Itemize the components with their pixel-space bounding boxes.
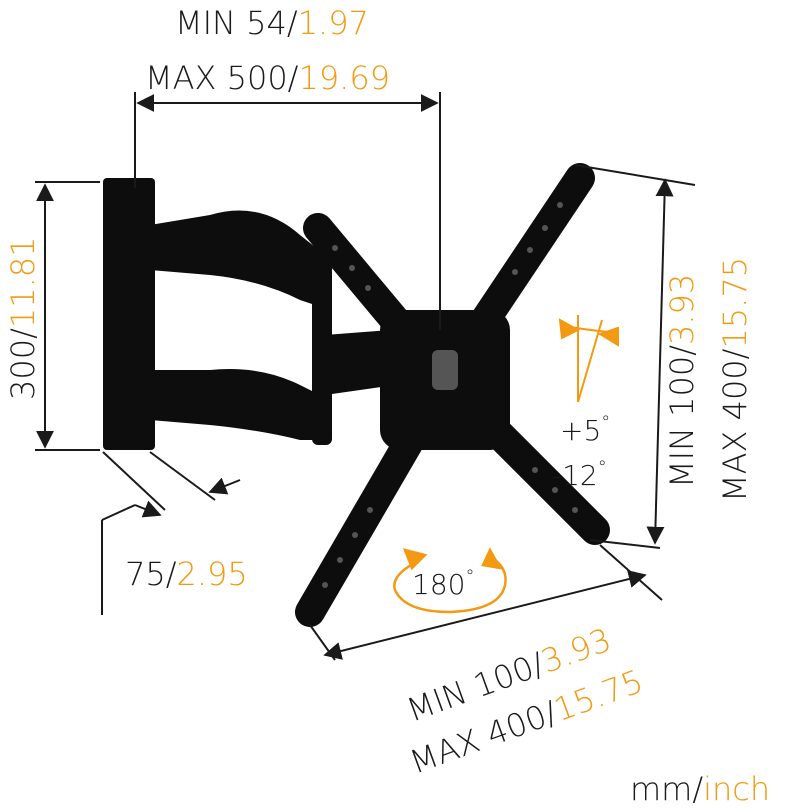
dimension-lines [35,92,696,661]
pivot-post [312,250,332,445]
right-min-dimension: MIN 100/3.93 [663,274,701,488]
wall-plate [103,178,155,450]
right-max-dimension: MAX 400/15.75 [716,257,754,502]
lower-arm [150,369,330,440]
tilt-down-label: -12° [552,457,607,492]
units-label: mm/inch [630,770,770,808]
height-dimension: 300/11.81 [4,237,42,400]
top-max-dimension: MAX 500/19.69 [145,59,390,97]
tilt-icon [558,315,619,403]
tilt-up-label: +5° [560,412,610,447]
swivel-icon [393,547,507,614]
swivel-label: 180° [412,566,474,601]
depth-dimension: 75/2.95 [125,555,248,593]
top-min-dimension: MIN 54/1.97 [175,4,369,42]
extension-arm [325,330,395,395]
upper-arm [150,210,330,310]
tv-mount [103,163,610,627]
